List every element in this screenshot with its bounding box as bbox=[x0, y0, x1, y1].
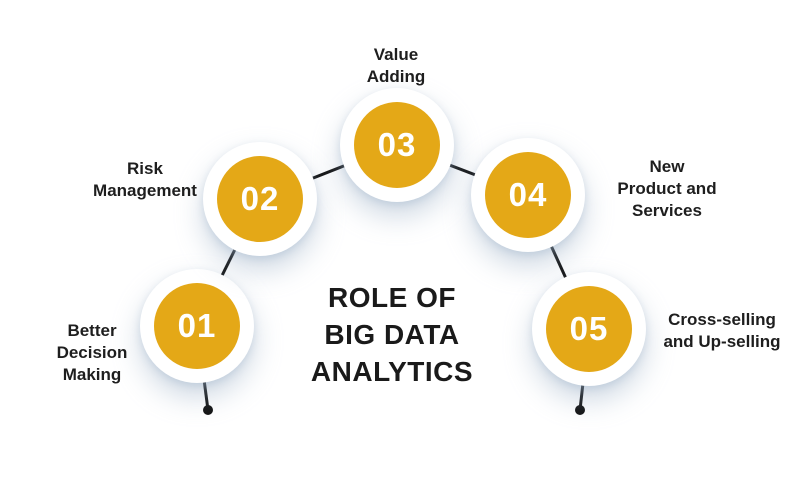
endpoint-dot-05 bbox=[575, 405, 585, 415]
node-03-number: 03 bbox=[377, 125, 417, 163]
node-03-inner-circle: 03 bbox=[354, 102, 440, 188]
node-02-number: 02 bbox=[240, 179, 280, 217]
node-01-circle: 01 bbox=[140, 269, 254, 383]
node-05-label-line: and Up-selling bbox=[663, 332, 781, 351]
node-05-inner-circle: 05 bbox=[546, 286, 632, 372]
node-04-number: 04 bbox=[508, 175, 548, 213]
node-05-label-line: Cross-selling bbox=[668, 310, 776, 329]
node-03-label-line: Value bbox=[373, 45, 419, 64]
node-02-label: Risk Management bbox=[65, 158, 225, 202]
node-04-label-line: Product and bbox=[617, 179, 717, 198]
node-05-circle: 05 bbox=[532, 272, 646, 386]
page-title-line: ANALYTICS bbox=[310, 356, 474, 387]
node-04-inner-circle: 04 bbox=[485, 152, 571, 238]
node-03-circle: 03 bbox=[340, 88, 454, 202]
node-04-label-line: New bbox=[649, 157, 685, 176]
node-01-label-line: Decision bbox=[56, 343, 128, 362]
node-05-number: 05 bbox=[569, 309, 609, 347]
node-02-label-line: Risk bbox=[127, 159, 163, 178]
node-03-label: Value Adding bbox=[326, 44, 466, 88]
node-02-circle: 02 bbox=[203, 142, 317, 256]
page-title-line: ROLE OF bbox=[328, 282, 456, 313]
node-01-label-line: Making bbox=[62, 365, 122, 384]
node-02-label-line: Management bbox=[93, 181, 197, 200]
node-01-label: Better Decision Making bbox=[17, 320, 167, 386]
node-03-label-line: Adding bbox=[366, 67, 426, 86]
node-01-label-line: Better bbox=[67, 321, 117, 340]
node-04-label: New Product and Services bbox=[587, 156, 747, 222]
endpoint-dot-01 bbox=[203, 405, 213, 415]
node-01-number: 01 bbox=[177, 306, 217, 344]
node-01-inner-circle: 01 bbox=[154, 283, 240, 369]
page-title: ROLE OF BIG DATA ANALYTICS bbox=[282, 279, 502, 390]
page-title-line: BIG DATA bbox=[324, 319, 460, 350]
node-04-label-line: Services bbox=[632, 201, 702, 220]
node-05-label: Cross-selling and Up-selling bbox=[637, 309, 801, 353]
node-02-inner-circle: 02 bbox=[217, 156, 303, 242]
node-04-circle: 04 bbox=[471, 138, 585, 252]
